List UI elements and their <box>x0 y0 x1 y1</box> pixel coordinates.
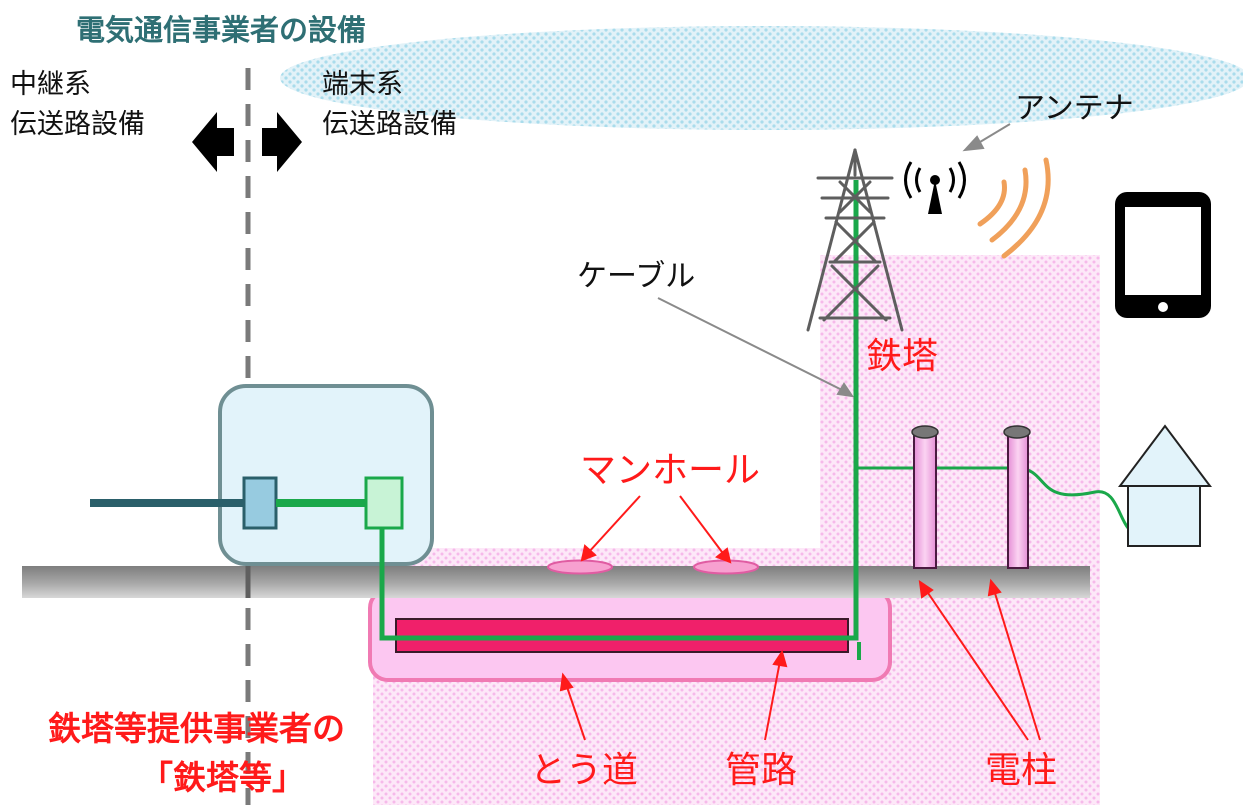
page-title: 電気通信事業者の設備 <box>76 13 367 47</box>
pole-label: 電柱 <box>985 750 1058 791</box>
antenna-label: アンテナ <box>1015 91 1134 126</box>
conduit-tunnel-label: とう道 <box>530 750 639 791</box>
equipment-building <box>218 384 434 566</box>
manhole-2 <box>693 559 759 575</box>
right-arrow-icon <box>262 112 302 172</box>
provider-title-line2: 「鉄塔等」 <box>140 758 305 797</box>
network-cloud-area <box>280 26 1243 130</box>
utility-pole-1 <box>911 425 939 569</box>
relay-equipment-box <box>242 476 278 530</box>
green-cable <box>379 180 859 641</box>
left-section-line1: 中継系 <box>10 69 91 100</box>
cable-label: ケーブル <box>577 259 696 294</box>
antenna-icon <box>904 161 966 214</box>
right-section-line1: 端末系 <box>322 69 403 100</box>
utility-pole-2 <box>1003 425 1031 569</box>
radio-wave-icon <box>977 157 1051 259</box>
house-cable <box>1017 466 1130 529</box>
pointer-arrows-gray <box>657 123 1011 398</box>
provider-title-line1: 鉄塔等提供事業者の <box>48 709 345 748</box>
terminal-equipment-box <box>364 476 404 530</box>
tower-label: 鉄塔 <box>866 336 939 377</box>
pointer-arrows-red <box>559 495 1041 741</box>
duct-label: 管路 <box>725 750 798 791</box>
smartphone-icon <box>1115 192 1211 318</box>
right-section-line2: 伝送路設備 <box>322 109 457 140</box>
manhole-1 <box>547 559 613 575</box>
transmission-tower-icon <box>806 148 904 332</box>
left-section-line2: 伝送路設備 <box>10 109 145 140</box>
left-arrow-icon <box>192 112 234 172</box>
manhole-label: マンホール <box>580 450 761 491</box>
house-icon <box>1118 424 1212 547</box>
